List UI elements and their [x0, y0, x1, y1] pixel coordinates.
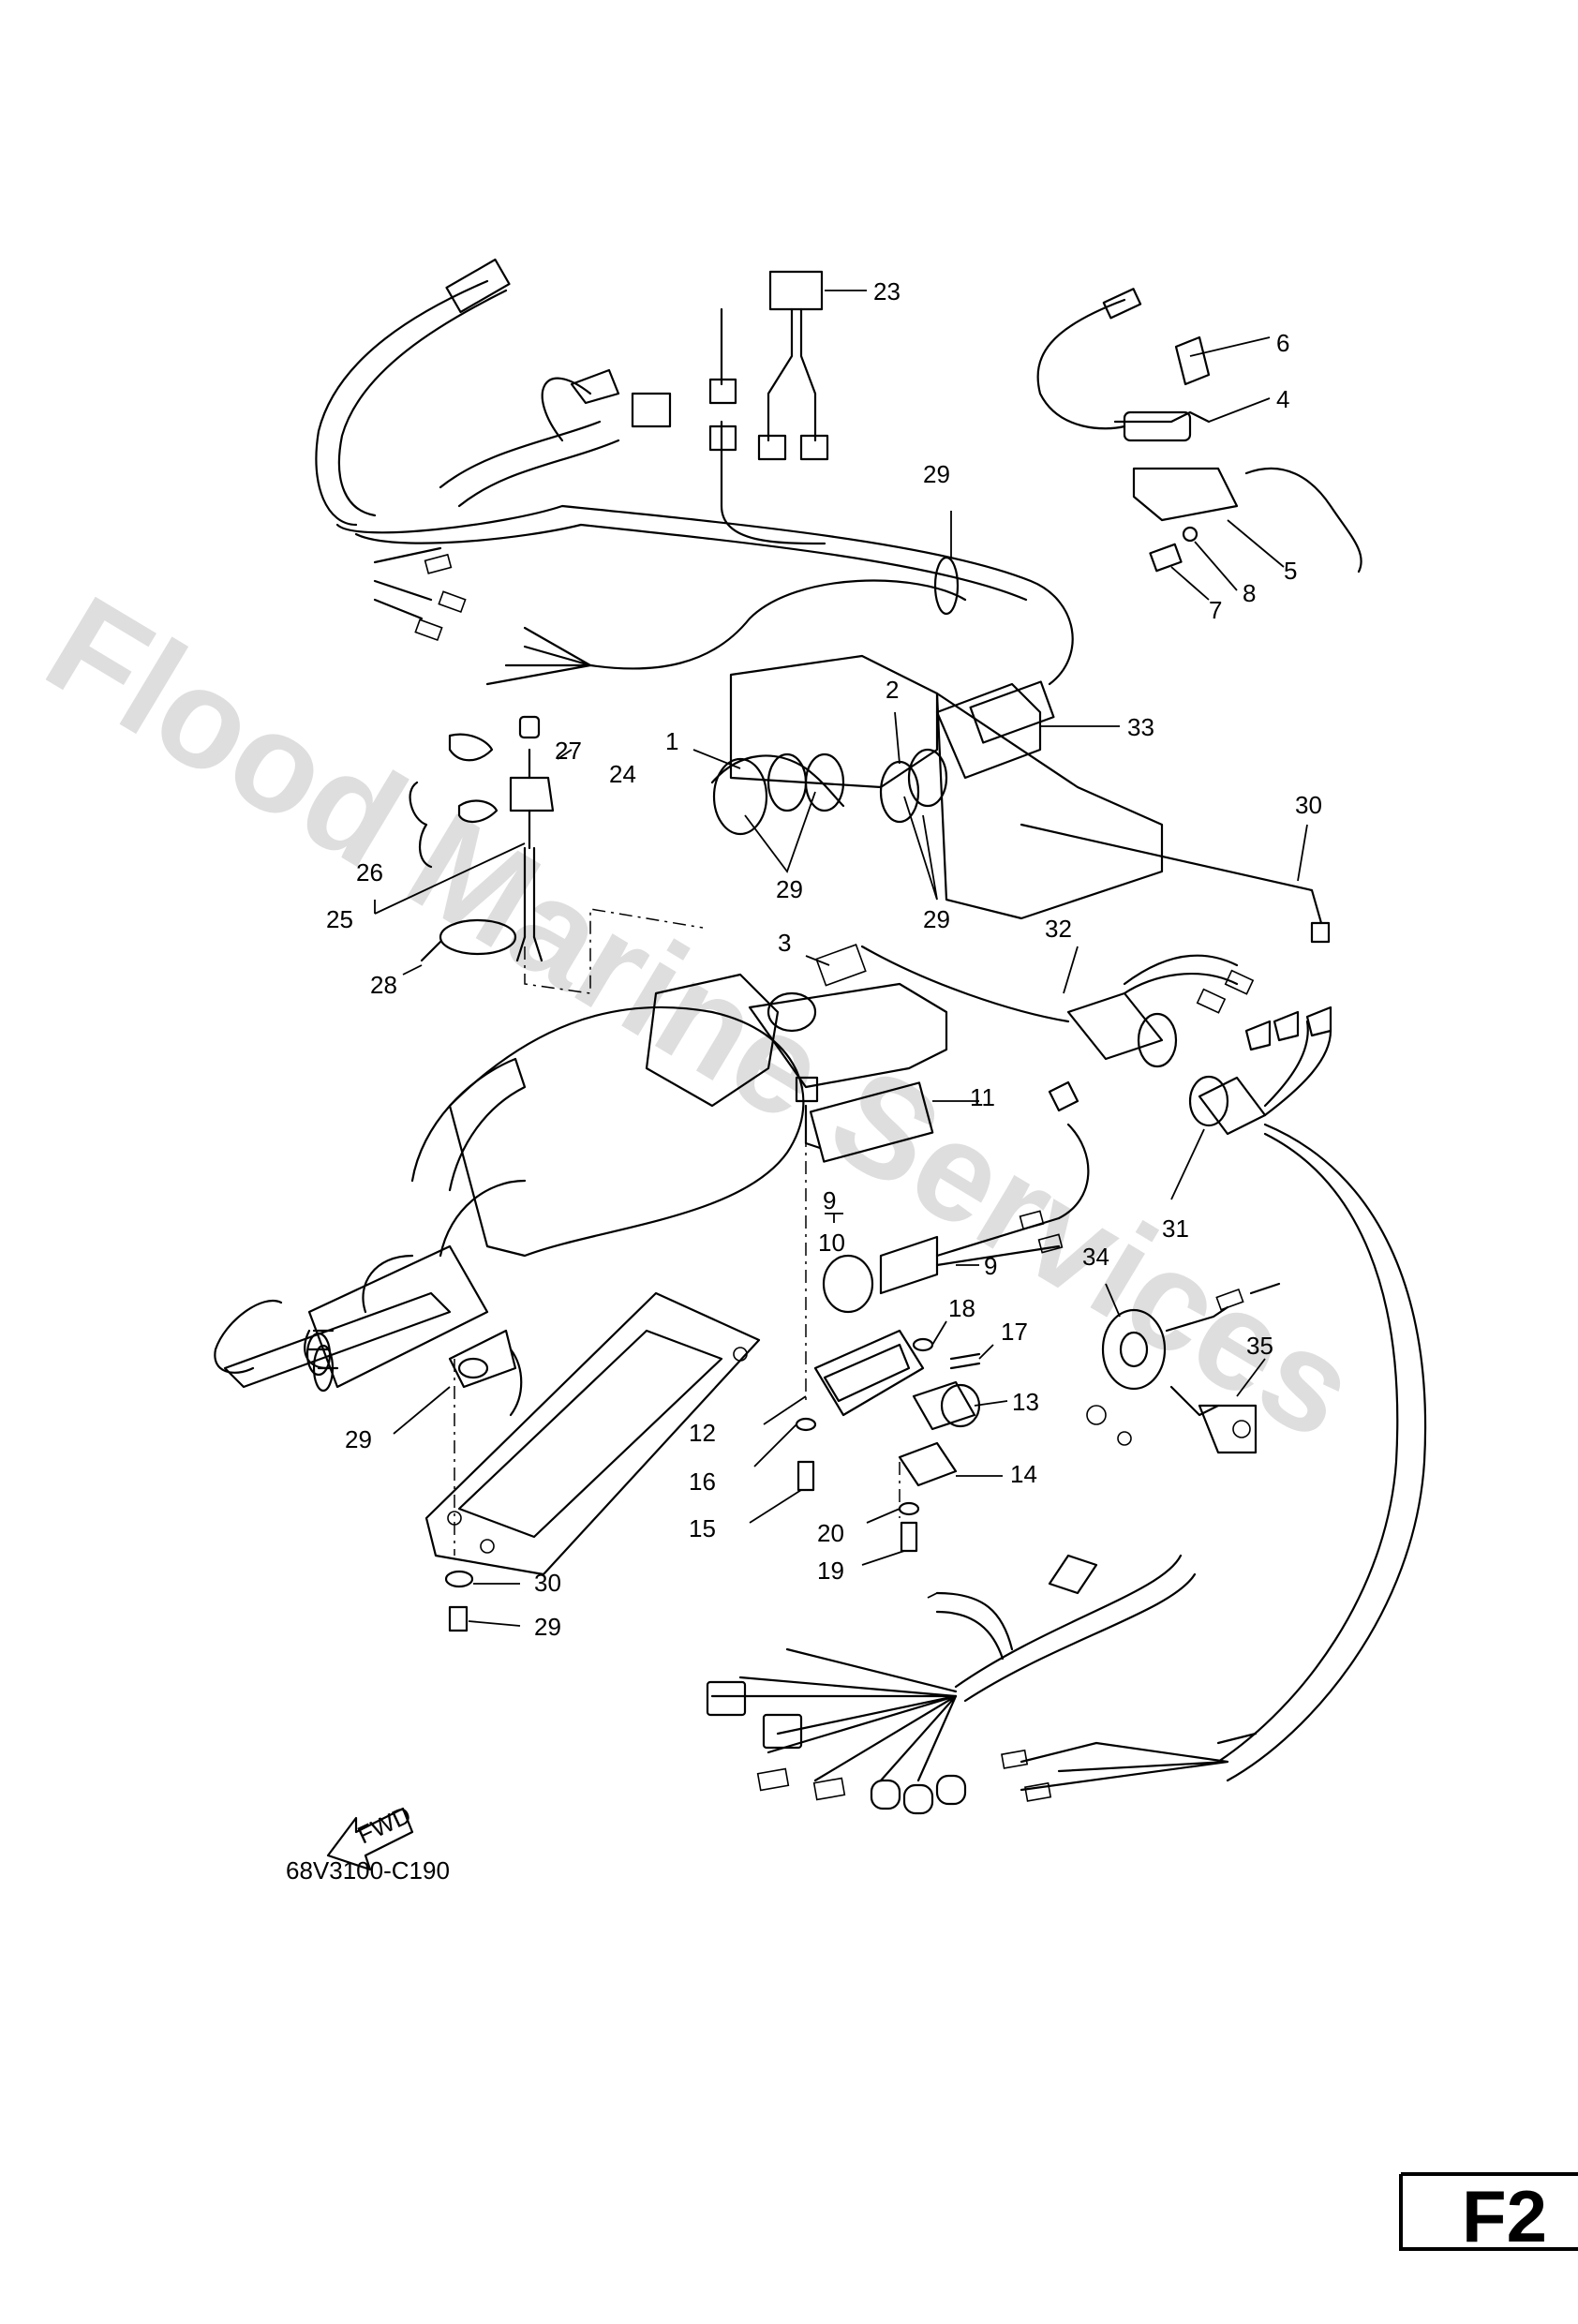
callout-18: 18 — [948, 1294, 975, 1322]
callout-35: 35 — [1246, 1332, 1273, 1360]
part-28-connector-group — [708, 270, 867, 545]
base-plate — [393, 1291, 761, 1632]
callout-32: 32 — [1045, 915, 1072, 943]
callout-21-b: 25 — [326, 905, 353, 933]
callout-11: 11 — [970, 1083, 995, 1111]
callout-labels: 23 6 4 29 5 8 7 2 33 1 27 24 30 26 29 25… — [326, 277, 1322, 1641]
callout-16: 16 — [689, 1467, 716, 1496]
callout-29-b: 29 — [776, 875, 803, 903]
callout-15: 15 — [689, 1514, 716, 1542]
part-29-cable-ties — [744, 511, 960, 901]
callout-6: 6 — [1276, 329, 1289, 357]
callout-10: 10 — [818, 1229, 845, 1257]
remote-control-body — [304, 944, 979, 1389]
callout-23: 27 — [555, 737, 582, 765]
callout-20: 20 — [817, 1519, 844, 1547]
callout-9-a: 9 — [823, 1186, 836, 1214]
callout-9-b: 9 — [984, 1252, 997, 1280]
callout-14: 14 — [1010, 1460, 1037, 1488]
callout-25: 29 — [345, 1425, 372, 1453]
lower-harness — [706, 1554, 1258, 1815]
callout-8: 8 — [1243, 579, 1256, 607]
fwd-label: FWD — [353, 1800, 415, 1849]
upper-harness — [315, 258, 1074, 686]
callout-24: 28 — [370, 971, 397, 999]
remote-control-center — [692, 654, 1164, 920]
callout-27: 30 — [534, 1569, 561, 1597]
callout-21-a: 24 — [609, 760, 636, 788]
callout-29-a: 29 — [923, 460, 950, 488]
hardware-12-20 — [749, 1320, 1008, 1566]
page-id: F2 — [1462, 2175, 1547, 2257]
callout-7: 7 — [1209, 596, 1222, 624]
callout-29-c: 29 — [923, 905, 950, 933]
callout-2: 2 — [886, 676, 899, 704]
part-24-cable-tie — [402, 918, 517, 976]
drawing-code: 68V3100-C190 — [286, 1856, 450, 1885]
callout-30: 30 — [1295, 791, 1322, 819]
callout-13: 13 — [1012, 1388, 1039, 1416]
callout-28: 23 — [873, 277, 901, 305]
part-30-rod — [1020, 823, 1331, 944]
callout-33: 33 — [1127, 713, 1154, 741]
callout-19: 19 — [817, 1557, 844, 1585]
callout-3: 3 — [778, 929, 791, 957]
callout-17: 17 — [1001, 1318, 1028, 1346]
part-34-35-fittings — [1086, 1282, 1281, 1454]
part-21-22-23-switch — [374, 715, 573, 962]
callout-4: 4 — [1276, 385, 1289, 413]
part-4-5-6-sensor-group — [1036, 288, 1362, 601]
page-id-box: F2 — [1399, 2172, 1578, 2257]
callout-26: 29 — [534, 1613, 561, 1641]
callout-1: 1 — [665, 727, 678, 755]
callout-12: 12 — [689, 1419, 716, 1447]
watermark: Flood Marine Services — [22, 565, 1382, 1468]
part-9-10-switch — [822, 1080, 1090, 1314]
throttle-grip — [214, 1291, 452, 1393]
callout-34: 34 — [1082, 1243, 1109, 1271]
part-31-32-connectors — [860, 945, 1427, 1782]
callout-5: 5 — [1284, 557, 1297, 585]
callout-22: 26 — [356, 858, 383, 886]
callout-31: 31 — [1162, 1214, 1189, 1243]
